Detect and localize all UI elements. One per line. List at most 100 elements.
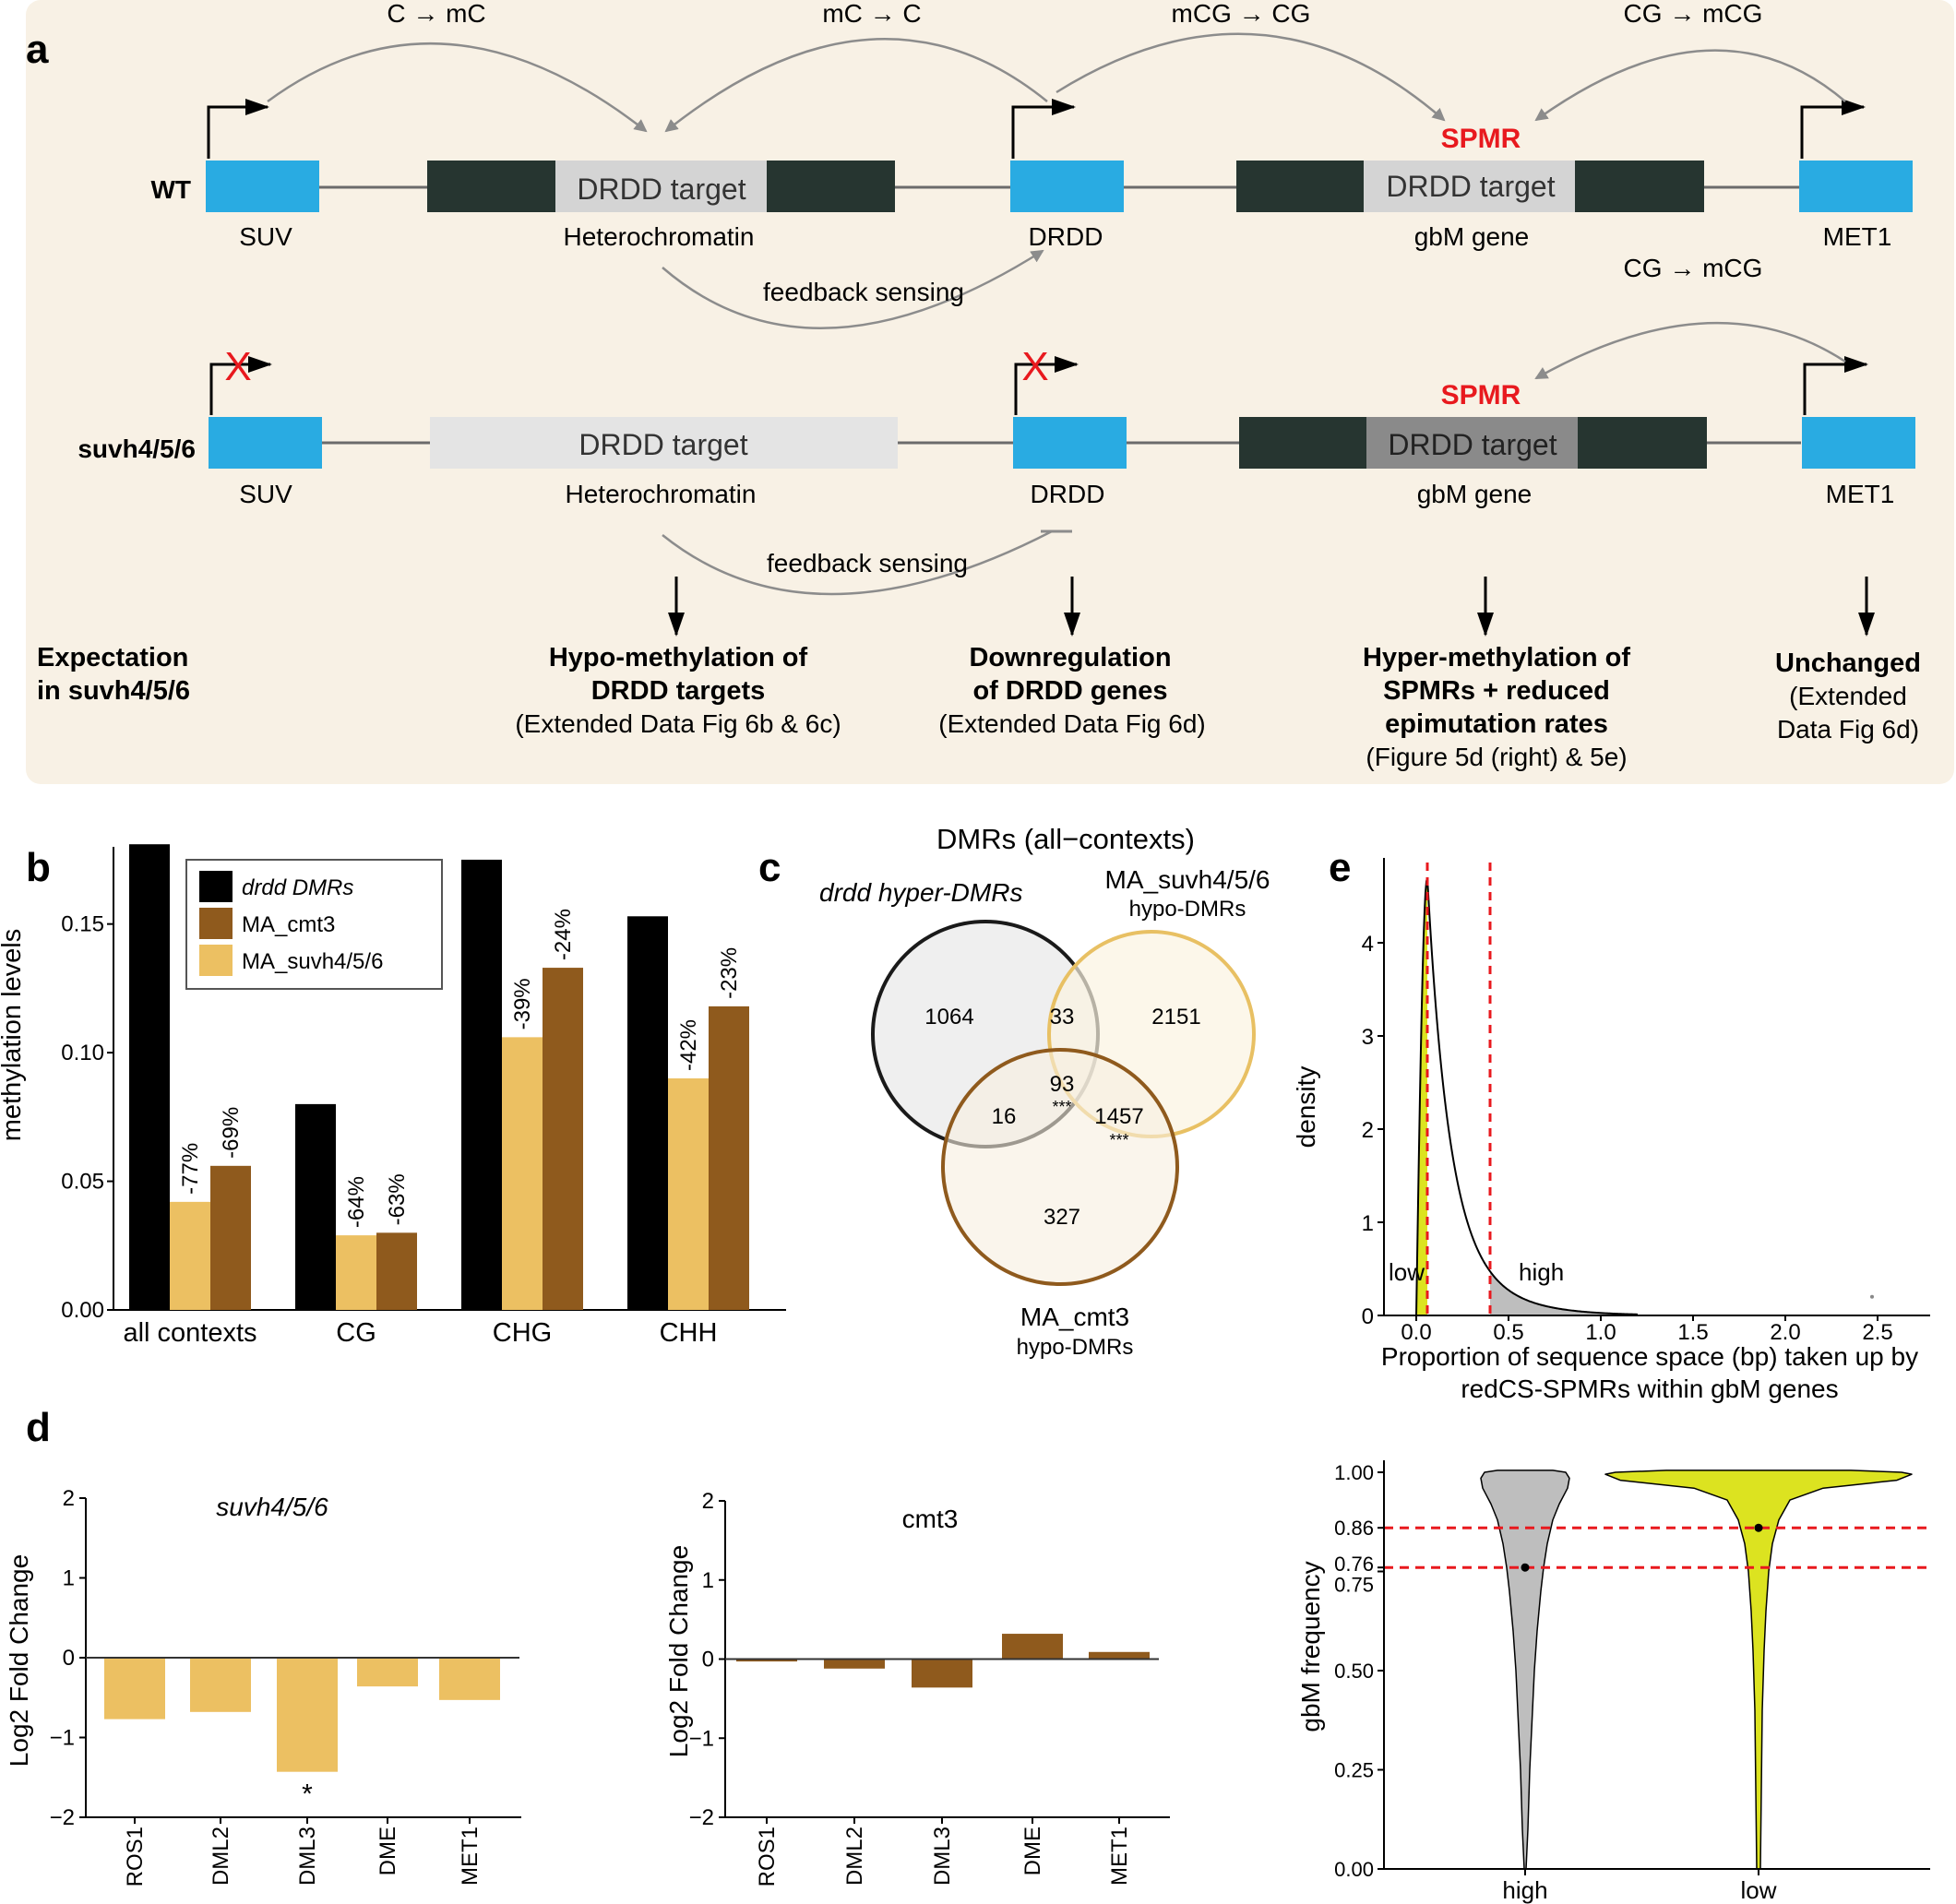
density-high-area <box>1490 1271 1638 1315</box>
panel-d-suvh-bar <box>190 1658 251 1712</box>
mutant-drdd-promoter-arrow <box>1014 356 1079 415</box>
wt-arrow-label-1: C → mC <box>387 0 485 28</box>
wt-met1-name: MET1 <box>1823 222 1892 251</box>
violin-ytick: 0.00 <box>1334 1858 1374 1881</box>
panel-d-suvh-xtick: DME <box>376 1827 400 1875</box>
wt-met1-gene <box>1799 161 1913 212</box>
violin-xtick-low: low <box>1740 1876 1776 1904</box>
density-xtick: 1.0 <box>1585 1320 1616 1345</box>
wt-gbm-name: gbM gene <box>1414 222 1530 251</box>
density-xlabel-line-2: redCS-SPMRs within gbM genes <box>1461 1374 1838 1403</box>
panel-b-xtick: all contexts <box>123 1318 256 1348</box>
panel-d-suvh-xtick: MET1 <box>458 1827 483 1886</box>
panel-b-bar <box>543 968 583 1310</box>
panel-b-annotation: -23% <box>717 947 742 999</box>
expectation-3: Hyper-methylation of SPMRs + reduced epi… <box>1363 643 1630 771</box>
panel-d-cmt3-x-ticks: ROS1 DML2 DML3 DME MET1 <box>755 1827 1132 1886</box>
wt-arrow-label-3: mCG → CG <box>1172 0 1311 28</box>
mutant-feedback-label: feedback sensing <box>767 549 968 577</box>
panel-d-suvh-y-ticks: 2 1 0 −1 −2 <box>50 1486 75 1830</box>
violin-median-point <box>1521 1563 1530 1572</box>
panel-d-cmt3-title: cmt3 <box>902 1505 959 1533</box>
panel-d-cmt3-bars <box>736 1634 1150 1688</box>
mutant-spmr-label: SPMR <box>1441 380 1521 411</box>
violin-low <box>1604 1470 1913 1870</box>
panel-d-suvh-ylabel: Log2 Fold Change <box>5 1554 33 1767</box>
panel-d-suvh-ytick: 1 <box>63 1566 75 1591</box>
legend-swatch-cmt3 <box>199 908 233 939</box>
panel-b-xtick: CG <box>336 1318 376 1348</box>
panel-d-cmt3-ytick: −1 <box>689 1726 714 1751</box>
legend-label-suvh: MA_suvh4/5/6 <box>242 949 383 974</box>
panel-b-annotation: -64% <box>344 1176 369 1228</box>
panel-b-bar <box>336 1235 376 1310</box>
panel-d-suvh-ytick: 2 <box>63 1486 75 1511</box>
panel-b-annotation: -63% <box>385 1173 410 1225</box>
panel-b-x-labels: all contexts CG CHG CHH <box>123 1318 717 1348</box>
mutant-feedback-arc <box>662 530 1053 596</box>
panel-d-suvh-bar <box>439 1658 500 1700</box>
density-y-ticks: 0 1 2 3 4 <box>1362 932 1374 1329</box>
panel-b-bar <box>709 1006 749 1310</box>
mutant-heterochromatin-block <box>430 417 898 469</box>
wt-gbm-target-box <box>1364 161 1575 212</box>
panel-d-suvh-ytick: −1 <box>50 1726 75 1751</box>
venn-count-suvh-only: 2151 <box>1151 1005 1200 1029</box>
density-high-label: high <box>1519 1258 1564 1286</box>
expectation-2-ref: (Extended Data Fig 6d) <box>938 709 1206 738</box>
expectation-1-line-2: DRDD targets <box>591 676 766 706</box>
panel-b-ylabel: methylation levels <box>0 929 27 1142</box>
panel-e-violin: gbM frequency 0.00 0.25 0.50 0.75 0.76 0… <box>1296 1460 1930 1904</box>
expectation-2-line-2: of DRDD genes <box>972 676 1167 706</box>
expectation-4-ref-1: (Extended <box>1789 682 1907 710</box>
panel-d-cmt3-ytick: 1 <box>702 1568 714 1593</box>
panel-b-legend: drdd DMRs MA_cmt3 MA_suvh4/5/6 <box>185 859 443 990</box>
wt-suv-gene <box>206 161 319 212</box>
expectation-3-ref: (Figure 5d (right) & 5e) <box>1366 743 1627 771</box>
violin-median-point <box>1754 1523 1763 1532</box>
mutant-drdd-target-text: DRDD target <box>578 428 747 461</box>
wt-arrow-label-2: mC → C <box>822 0 921 28</box>
mutant-met1-gene <box>1802 417 1915 469</box>
violin-xtick-high: high <box>1502 1876 1547 1904</box>
legend-swatch-suvh <box>199 945 233 976</box>
panel-b-annotation: -77% <box>178 1143 203 1195</box>
density-plot-area <box>1378 863 1878 1321</box>
panel-d-suvh-ytick: 0 <box>63 1646 75 1671</box>
violin-ytick: 0.76 <box>1334 1553 1374 1576</box>
mutant-met1-promoter-arrow <box>1803 356 1868 415</box>
violin-ytick: 0.86 <box>1334 1517 1374 1540</box>
density-curve <box>1415 877 1639 1316</box>
venn-count-all: 93 <box>1050 1072 1075 1097</box>
panel-b-ytick: 0.05 <box>61 1170 104 1195</box>
panel-d-suvh-bar <box>277 1658 338 1772</box>
mutant-gbm-target-box <box>1366 417 1578 469</box>
panel-d-suvh-title: suvh4/5/6 <box>216 1493 328 1521</box>
panel-d-cmt3-xtick: DME <box>1020 1827 1045 1875</box>
panel-b-ytick: 0.10 <box>61 1041 104 1065</box>
wt-row: WT DRDD target DRDD target SUV Heterochr… <box>150 0 1913 329</box>
panel-d-suvh-xtick: DML3 <box>295 1827 320 1886</box>
mutant-drdd-knockout-mark: X <box>1021 344 1048 389</box>
legend-swatch-drdd <box>199 871 233 902</box>
wt-arrow-label-4: CG → mCG <box>1624 0 1763 28</box>
mutant-suv-promoter-arrow <box>209 356 272 415</box>
expectation-3-line-3: epimutation rates <box>1385 709 1608 739</box>
panel-d-chart-suvh: suvh4/5/6 Log2 Fold Change 2 1 0 −1 −2 R… <box>5 1486 521 1886</box>
wt-heterochromatin-name: Heterochromatin <box>564 222 755 251</box>
panel-b-annotation: -42% <box>676 1019 701 1071</box>
panel-d-chart-cmt3: cmt3 Log2 Fold Change 2 1 0 −1 −2 ROS1 D… <box>664 1489 1170 1886</box>
expectation-4-ref-2: Data Fig 6d) <box>1777 715 1919 744</box>
venn-count-drdd-only: 1064 <box>924 1005 973 1029</box>
venn-count-cmt3-only: 327 <box>1044 1205 1080 1230</box>
density-low-area <box>1416 877 1427 1315</box>
panel-c-title: DMRs (all−contexts) <box>936 823 1195 855</box>
mutant-arrow-label: CG → mCG <box>1624 254 1763 282</box>
wt-drdd-gbm-arrow <box>1056 32 1446 122</box>
mutant-drdd-name: DRDD <box>1031 480 1105 508</box>
legend-label-cmt3: MA_cmt3 <box>242 912 335 937</box>
panel-b-xtick: CHH <box>660 1318 718 1348</box>
panel-d-cmt3-xtick: MET1 <box>1107 1827 1132 1886</box>
panel-b-bar <box>461 859 502 1310</box>
density-outlier-point <box>1870 1294 1874 1299</box>
